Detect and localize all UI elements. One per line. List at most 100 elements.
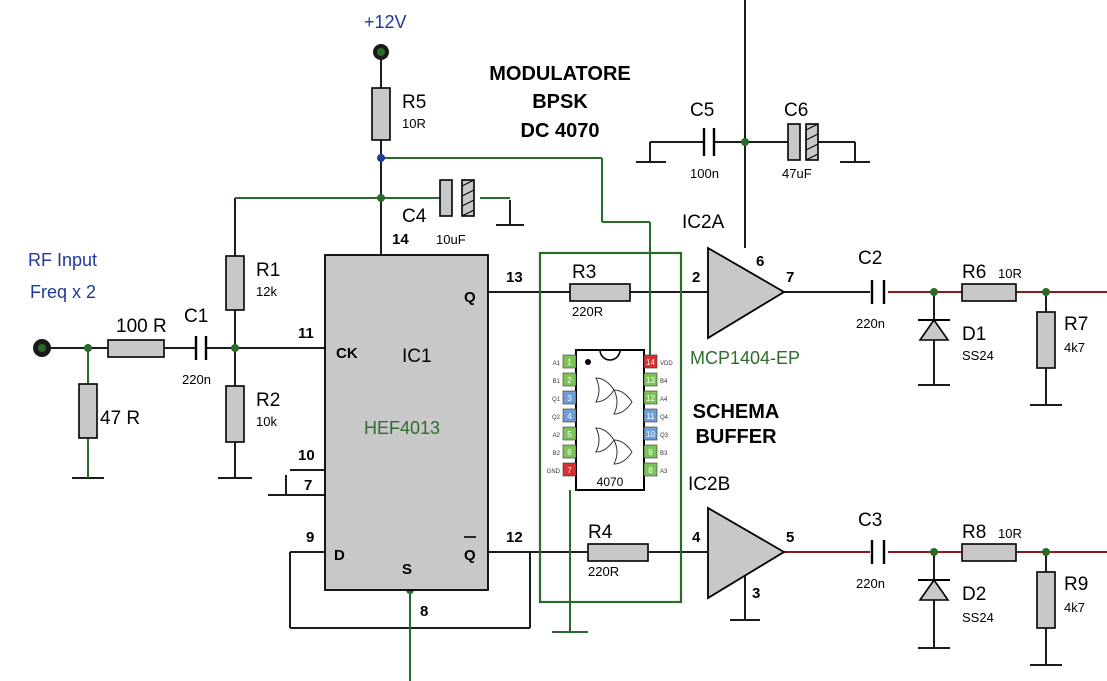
ic2b-name: IC2B	[688, 474, 730, 495]
ic2b-body	[707, 506, 786, 600]
ic2-pin-2: 2	[692, 269, 700, 286]
svg-text:Q2: Q2	[552, 415, 561, 421]
chip-4070-pin-13: 13 B4	[643, 372, 668, 387]
r3-name: R3	[572, 262, 596, 283]
c1-name: C1	[184, 306, 208, 327]
r9-name: R9	[1064, 574, 1088, 595]
svg-text:A4: A4	[660, 397, 668, 403]
c1-value: 220n	[182, 372, 211, 387]
r47-name: 47 R	[100, 408, 140, 429]
ic1-pin-11: 11	[298, 325, 314, 342]
title-line3: DC 4070	[521, 120, 600, 142]
supply-label: +12V	[364, 12, 407, 32]
ic1-pin-9: 9	[306, 529, 314, 546]
chip-4070-pin-7: 7 GND	[547, 462, 577, 477]
r1-name: R1	[256, 260, 280, 281]
d1-value: SS24	[962, 348, 994, 363]
svg-text:2: 2	[567, 376, 572, 385]
c5-name: C5	[690, 100, 714, 121]
d1-name: D1	[962, 324, 986, 345]
r5-value: 10R	[402, 116, 426, 131]
r7-name: R7	[1064, 314, 1088, 335]
rin-name: 100 R	[116, 316, 167, 337]
svg-text:5: 5	[567, 430, 572, 439]
ic2a-name: IC2A	[682, 212, 725, 233]
d2-value: SS24	[962, 610, 994, 625]
svg-text:9: 9	[648, 448, 653, 457]
c2-name: C2	[858, 248, 882, 269]
svg-text:Q4: Q4	[660, 415, 669, 421]
chip-4070-pin-3: 3Q1	[552, 390, 577, 405]
c4-name: C4	[402, 206, 427, 227]
buffer-title-line2: BUFFER	[695, 426, 777, 448]
ic1-body	[324, 254, 489, 591]
r2-name: R2	[256, 390, 280, 411]
ic1-pin-10: 10	[298, 447, 315, 464]
title-line2: BPSK	[532, 91, 588, 113]
chip-4070-pin-12: 12 A4	[643, 390, 668, 405]
svg-text:GND: GND	[547, 469, 561, 475]
svg-text:14: 14	[646, 358, 655, 367]
r4-value: 220R	[588, 564, 619, 579]
ic1-name: IC1	[402, 346, 432, 367]
svg-text:4: 4	[567, 412, 572, 421]
c5-value: 100n	[690, 166, 719, 181]
title-line1: MODULATORE	[489, 63, 630, 85]
r9-value: 4k7	[1064, 600, 1085, 615]
terminal-supply	[373, 44, 389, 60]
r3-value: 220R	[572, 304, 603, 319]
electrolytic-capacitors	[439, 123, 819, 217]
ic1-pin-d-label: D	[334, 547, 345, 564]
input-label-line1: RF Input	[28, 250, 97, 270]
r7-value: 4k7	[1064, 340, 1085, 355]
wires	[44, 0, 1062, 681]
ic2-pin-3: 3	[752, 585, 760, 602]
ic1-pin-12: 12	[506, 529, 523, 546]
r4-name: R4	[588, 522, 613, 543]
r8-value: 10R	[998, 526, 1022, 541]
svg-text:1: 1	[567, 358, 572, 367]
ic1-pin-q-label: Q	[464, 289, 476, 306]
svg-text:10: 10	[646, 430, 655, 439]
svg-text:12: 12	[646, 394, 655, 403]
svg-text:8: 8	[648, 466, 653, 475]
r6-name: R6	[962, 262, 986, 283]
svg-text:B1: B1	[553, 379, 561, 385]
r2-value: 10k	[256, 414, 277, 429]
d2-name: D2	[962, 584, 986, 605]
ic2-pin-6: 6	[756, 253, 764, 270]
c3-name: C3	[858, 510, 882, 531]
chip-4070-pin-2: 2 B1	[553, 372, 577, 387]
svg-text:B2: B2	[553, 451, 561, 457]
svg-text:13: 13	[646, 376, 655, 385]
r6-value: 10R	[998, 266, 1022, 281]
ic2-pin-4: 4	[692, 529, 701, 546]
diode-symbols	[918, 318, 950, 601]
resistor-bodies	[78, 87, 1056, 629]
ic1-pin-13: 13	[506, 269, 523, 286]
ic2-part: MCP1404-EP	[690, 348, 800, 368]
svg-text:7: 7	[567, 466, 572, 475]
chip-4070-label: 4070	[597, 475, 624, 489]
chip-4070-pin-14: 14 VDD	[643, 354, 673, 369]
ic2-pin-5: 5	[786, 529, 794, 546]
ic1-pin-14: 14	[392, 231, 409, 248]
red-wires	[782, 291, 1107, 553]
ic1-pin-7: 7	[304, 477, 312, 494]
svg-text:A2: A2	[553, 433, 561, 439]
r1-value: 12k	[256, 284, 277, 299]
chip-4070-pin-4: 4 Q2	[552, 408, 577, 423]
svg-text:3: 3	[567, 394, 572, 403]
svg-text:VDD: VDD	[660, 361, 673, 367]
c4-value: 10uF	[436, 232, 466, 247]
c6-value: 47uF	[782, 166, 812, 181]
svg-text:A3: A3	[660, 469, 668, 475]
c2-value: 220n	[856, 316, 885, 331]
ic1-pin-s-label: S	[402, 561, 412, 578]
svg-text:B4: B4	[660, 379, 668, 385]
chip-4070-pin-6: 6B2	[553, 444, 577, 459]
